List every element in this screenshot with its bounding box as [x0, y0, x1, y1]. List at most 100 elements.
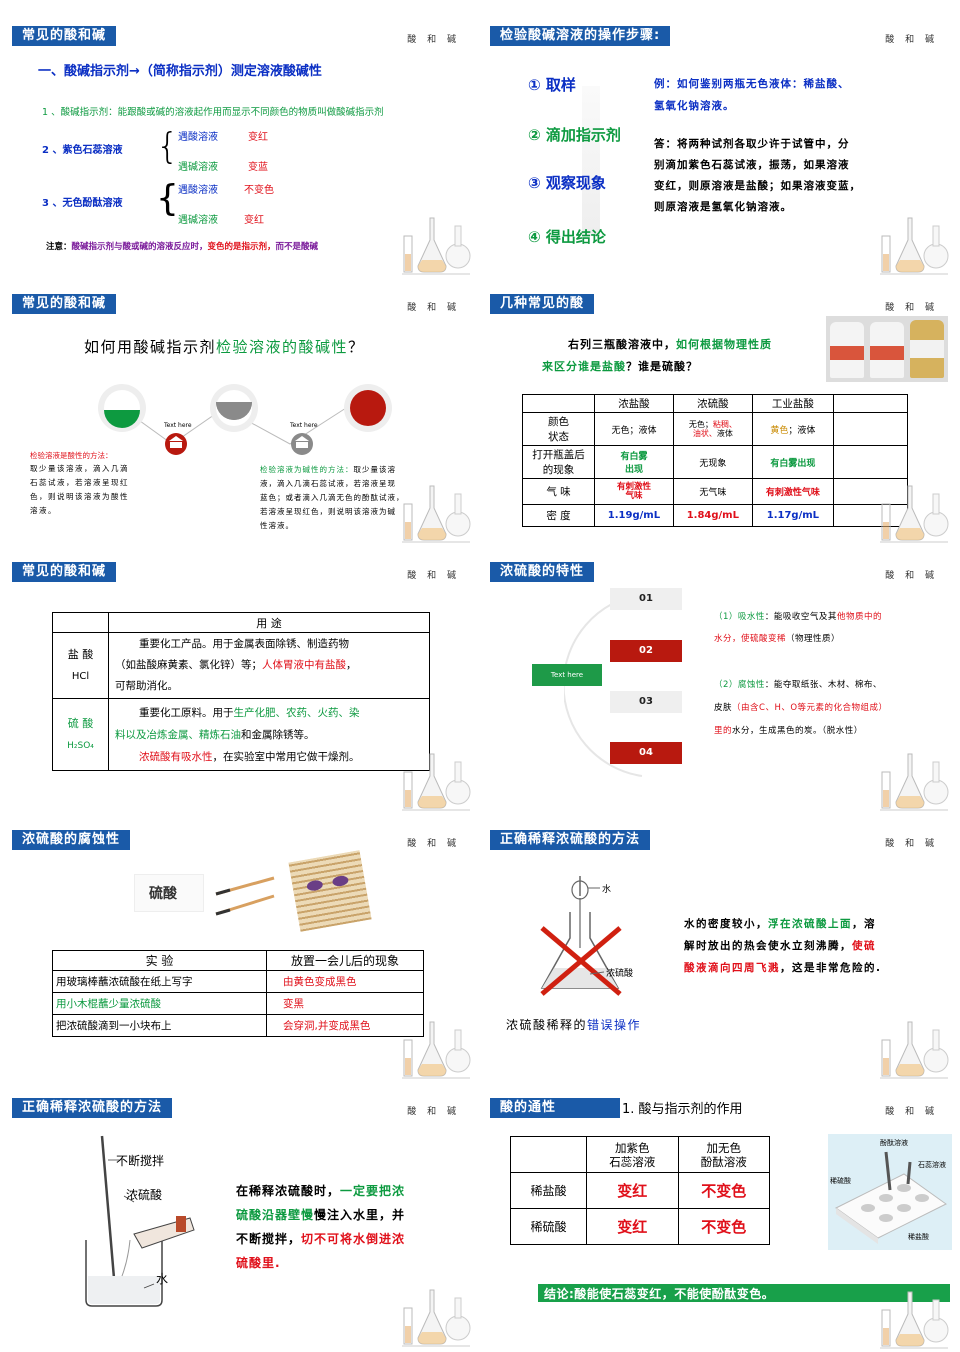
acid-bottles-image [826, 316, 948, 382]
base-method-line: 性溶液。 [260, 521, 294, 530]
label-water: 水 [156, 1272, 169, 1286]
acid-method-line: 石蕊试液，若溶液呈现红 [30, 478, 129, 487]
slide-title: 常见的酸和碱 [12, 294, 117, 314]
step-2: ② 滴加指示剂 [528, 126, 621, 144]
property-1-line-2: 水分，使硫酸变稀（物理性质） [714, 634, 841, 644]
corrosion-photos: 硫酸 [134, 850, 372, 932]
slide-corrosiveness: 浓硫酸的腐蚀性 酸 和 碱 硫酸 实 验 放置一会儿后的现象 用玻璃棒蘸浓硫酸在… [4, 824, 478, 1084]
slide-tag: 酸 和 碱 [407, 303, 460, 313]
glassware-decoration [878, 1018, 950, 1080]
litmus-label: 2 、紫色石蕊溶液 [42, 145, 123, 156]
indicator-result-table: 加紫色 石蕊溶液 加无色 酚酞溶液 稀盐酸 变红 不变色 稀硫酸 变红 不变色 [510, 1136, 770, 1245]
note: 注意：酸碱指示剂与酸或碱的溶液反应时，变色的是指示剂，而不是酸碱 [46, 242, 319, 252]
slide-tag: 酸 和 碱 [885, 1107, 938, 1117]
table-row: 用玻璃棒蘸浓硫酸在纸上写字 由黄色变成黑色 [52, 970, 424, 993]
charred-paper: 硫酸 [134, 874, 204, 912]
desc-line-3: 酸液滴向四周飞溅，这是非常危险的. [684, 962, 882, 974]
table-row: 密 度 1.19g/mL 1.84g/mL 1.17g/mL [522, 504, 908, 527]
slide-tag: 酸 和 碱 [885, 303, 938, 313]
desc-line-2: 硫酸沿器壁慢慢注入水里，并 [236, 1208, 406, 1222]
desc-line-2: 解时放出的热会使水立刻沸腾，使硫 [684, 940, 876, 952]
desc-line-4: 硫酸里. [236, 1256, 281, 1270]
label-phenolphthalein: 酚酞溶液 [880, 1139, 908, 1147]
table-row: 稀盐酸 变红 不变色 [510, 1172, 770, 1209]
slide-tag: 酸 和 碱 [885, 571, 938, 581]
step-1: ① 取样 [528, 76, 576, 94]
table-row: 稀硫酸 变红 不变色 [510, 1208, 770, 1245]
glassware-decoration [400, 1286, 472, 1348]
slide-correct-dilution: 正确稀释浓硫酸的方法 酸 和 碱 不断搅拌 浓硫酸 水 在稀释浓硫酸时，一定要把… [4, 1092, 478, 1352]
glassware-decoration [878, 750, 950, 812]
desc-line-3: 不断搅拌，切不可将水倒进浓 [236, 1232, 406, 1246]
slide-title: 几种常见的酸 [490, 294, 595, 314]
base-method-line: 蓝色；或者滴入几滴无色的酚酞试液， [260, 493, 405, 502]
slide-wrong-dilution: 正确稀释浓硫酸的方法 酸 和 碱 水 浓硫酸 水的密度较小，浮在浓硫酸上面，溶 … [482, 824, 956, 1084]
property-2-line-2: 皮肤（由含C、H、O等元素的化合物组成） [714, 703, 888, 713]
slide-title: 常见的酸和碱 [12, 562, 117, 582]
label-dilute-hcl: 稀盐酸 [908, 1233, 929, 1241]
acid-properties-table: 浓盐酸 浓硫酸 工业盐酸 颜色 状态 无色；液体 无色；粘稠、油状、液体 黄色；… [522, 394, 908, 527]
property-1-line-1: （1）吸水性：能吸收空气及其他物质中的 [714, 612, 882, 622]
intro-line-2: 来区分谁是盐酸？谁是硫酸？ [542, 360, 698, 373]
slide-common-acids: 几种常见的酸 酸 和 碱 右列三瓶酸溶液中，如何根据物理性质 来区分谁是盐酸？谁… [482, 288, 956, 548]
glassware-decoration [878, 1288, 950, 1350]
phenol-base: 遇碱溶液 [178, 215, 218, 226]
item-02: 02 [610, 640, 682, 662]
correct-dilution-diagram [85, 1135, 195, 1307]
brace-icon: { [156, 178, 179, 219]
corrosion-table: 实 验 放置一会儿后的现象 用玻璃棒蘸浓硫酸在纸上写字 由黄色变成黑色 用小木棍… [52, 950, 424, 1037]
glassware-decoration [878, 214, 950, 276]
step-3: ③ 观察现象 [528, 174, 606, 192]
intro-line-1: 右列三瓶酸溶液中，如何根据物理性质 [568, 338, 772, 351]
desc-line-1: 水的密度较小，浮在浓硫酸上面，溶 [684, 918, 876, 930]
slide-tag: 酸 和 碱 [885, 35, 938, 45]
burned-cloth [288, 850, 372, 932]
acid-method-line: 取少量该溶液，滴入几滴 [30, 464, 129, 473]
slide-tag: 酸 和 碱 [407, 35, 460, 45]
acid-method-line: 溶液。 [30, 506, 57, 515]
example-line-2: 氢氧化钠溶液。 [654, 100, 735, 112]
answer-line: 别滴加紫色石蕊试液，振荡，如果溶液 [654, 159, 850, 171]
text-here-label: Text here [290, 422, 318, 429]
slide-title: 正确稀释浓硫酸的方法 [490, 830, 651, 850]
litmus-acid-color: 变红 [248, 132, 268, 143]
center-button: Text here [532, 664, 602, 686]
slide-acid-base-indicator: 常见的酸和碱 酸 和 碱 一、酸碱指示剂→（简称指示剂）测定溶液酸碱性 1 、酸… [4, 20, 478, 280]
item-04: 04 [610, 742, 682, 764]
label-water: 水 [602, 885, 612, 895]
item-03: 03 [610, 691, 682, 713]
slide-title: 检验酸碱溶液的操作步骤: [490, 26, 671, 46]
brace-icon: { [156, 126, 179, 167]
glassware-decoration [400, 750, 472, 812]
slide-title: 正确稀释浓硫酸的方法 [12, 1098, 173, 1118]
label-litmus: 石蕊溶液 [918, 1161, 946, 1169]
base-method-line: 液，滴入几滴石蕊试液，若溶液呈现 [260, 479, 396, 488]
label-stir: 不断搅拌 [116, 1154, 165, 1168]
indicator-definition: 1 、酸碱指示剂：能跟酸或碱的溶液起作用而显示不同颜色的物质叫做酸碱指示剂 [42, 107, 384, 118]
slide-title: 常见的酸和碱 [12, 26, 117, 46]
slide-how-to-test: 常见的酸和碱 酸 和 碱 如何用酸碱指示剂检验溶液的酸碱性？ Text here… [4, 288, 478, 548]
glassware-decoration [400, 214, 472, 276]
glassware-decoration [400, 1018, 472, 1080]
arc-decoration [564, 593, 643, 777]
litmus-base: 遇碱溶液 [178, 162, 218, 173]
answer-line: 则原溶液是氢氧化钠溶液。 [654, 201, 792, 213]
phenol-acid-color: 不变色 [244, 185, 274, 196]
step-4: ④ 得出结论 [528, 228, 606, 246]
base-method-line: 若溶液呈现红色，则说明该溶液为碱 [260, 507, 396, 516]
phenol-base-color: 变红 [244, 215, 264, 226]
item-01: 01 [610, 588, 682, 610]
label-dilute-sulfuric: 稀硫酸 [830, 1177, 851, 1185]
property-2-line-3: 里的水分，生成黑色的炭。（脱水性） [714, 726, 863, 736]
slide-title: 酸的通性 [490, 1098, 620, 1118]
answer-line: 变红，则原溶液是盐酸；如果溶液变蓝， [654, 180, 861, 192]
property-2-line-1: （2）腐蚀性：能夺取纸张、木材、棉布、 [714, 680, 882, 690]
table-row: 颜色 状态 无色；液体 无色；粘稠、油状、液体 黄色；液体 [522, 412, 908, 446]
charred-sticks [215, 876, 275, 916]
glassware-decoration [878, 482, 950, 544]
heading: 一、酸碱指示剂→（简称指示剂）测定溶液酸碱性 [38, 64, 322, 79]
